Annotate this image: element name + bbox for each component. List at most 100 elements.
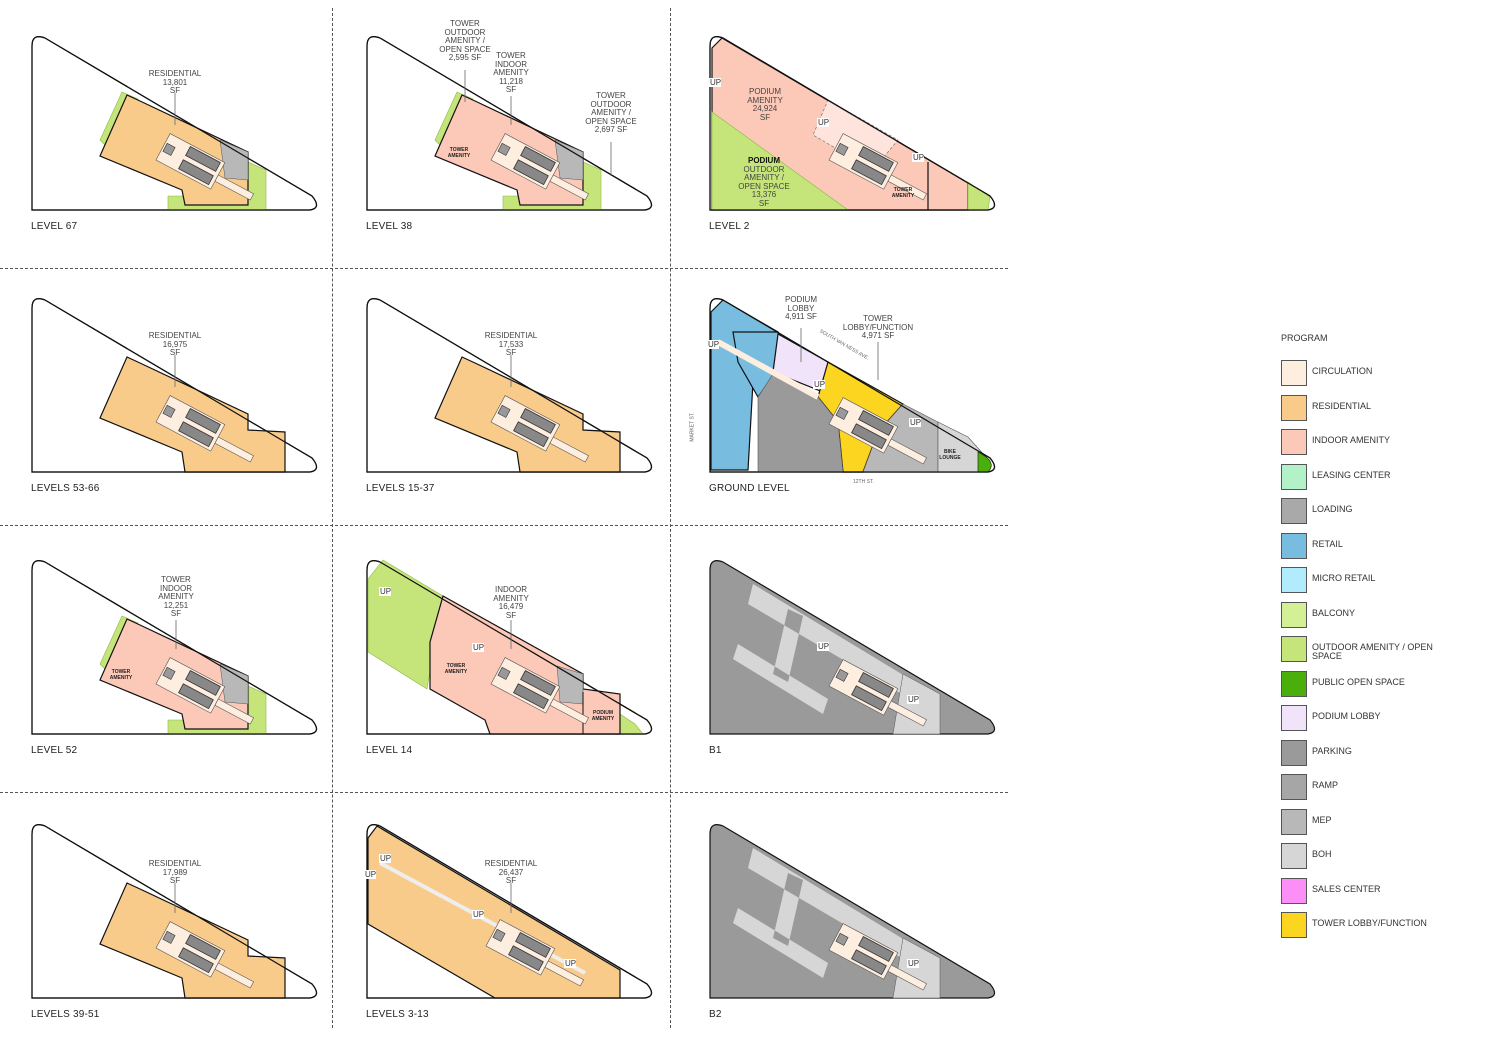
callout-line: SF <box>759 112 771 122</box>
callout-line: TOWER <box>863 314 893 323</box>
legend-label: LOADING <box>1312 504 1353 514</box>
floor-plan-drawing <box>31 560 318 735</box>
callout-line: AMENITY <box>493 68 529 77</box>
legend-swatch <box>1281 670 1307 697</box>
callout-line: SF <box>758 198 770 208</box>
building-core <box>828 397 927 465</box>
drive-aisle <box>733 848 918 978</box>
callout-line: AMENITY <box>493 593 529 603</box>
callout-line: RESIDENTIAL <box>148 69 202 78</box>
legend-item: PARKING <box>1281 739 1442 775</box>
legend-label: RAMP <box>1312 780 1339 790</box>
up-stair-label: UP <box>818 118 829 127</box>
callout-line: AMENITY / <box>591 108 631 117</box>
callout-line: SF <box>505 85 517 94</box>
legend-item: SALES CENTER <box>1281 877 1442 913</box>
up-stair-label: UP <box>473 910 484 919</box>
building-core <box>155 133 254 201</box>
program-area <box>967 181 991 211</box>
callout-line: OUTDOOR <box>590 99 632 109</box>
plan-label: LEVELS 39-51 <box>31 1009 100 1020</box>
legend-label: BALCONY <box>1312 607 1356 618</box>
callout-line: 26,437 <box>498 867 524 877</box>
building-core <box>155 921 254 989</box>
callout-line: 12,251 <box>163 600 189 610</box>
plan-label: LEVEL 38 <box>366 221 413 232</box>
callout-line: AMENITY / <box>445 36 485 45</box>
plan-label: LEVEL 52 <box>31 745 78 756</box>
legend-item: MICRO RETAIL <box>1281 567 1442 602</box>
legend-swatch <box>1281 498 1307 524</box>
row-divider <box>0 525 1008 526</box>
street-label: MARKET ST. <box>689 412 696 442</box>
legend-item: CIRCULATION <box>1281 360 1442 395</box>
plan-label: GROUND LEVEL <box>709 483 790 494</box>
floor-plan-drawing <box>31 298 318 473</box>
legend-label: TOWER LOBBY/FUNCTION <box>1312 918 1427 928</box>
callout-line: RESIDENTIAL <box>148 331 202 340</box>
legend-title: PROGRAM <box>1281 333 1328 343</box>
legend-swatch <box>1281 843 1307 869</box>
callout-line: 11,218 <box>499 76 523 86</box>
building-core <box>828 133 927 201</box>
callout-line: 16,479 <box>498 602 524 611</box>
legend-item: RAMP <box>1281 774 1442 809</box>
legend-label: PARKING <box>1312 745 1352 756</box>
building-core <box>485 919 584 987</box>
callout-line: 2,595 SF <box>448 53 482 62</box>
floor-plan-drawing <box>31 36 318 211</box>
legend-swatch <box>1281 636 1307 662</box>
callout-line: SF <box>169 876 181 885</box>
legend-swatch <box>1281 705 1307 731</box>
callout-line: INDOOR <box>495 585 527 594</box>
callout-line: OUTDOOR <box>444 27 486 37</box>
callout-line: SF <box>169 348 181 357</box>
legend-swatch <box>1281 360 1307 386</box>
legend-swatch <box>1281 774 1307 800</box>
callout-line: 4,971 SF <box>861 331 895 340</box>
legend-label: RESIDENTIAL <box>1312 400 1372 411</box>
callout-line: TOWER <box>450 19 480 28</box>
up-stair-label: UP <box>818 642 829 651</box>
callout-line: AMENITY / <box>744 173 784 182</box>
callout-line: LOBBY/FUNCTION <box>842 322 914 332</box>
legend-swatch <box>1281 567 1307 593</box>
legend-item: PUBLIC OPEN SPACE <box>1281 670 1442 706</box>
floor-plan-drawing <box>366 298 653 473</box>
plan-label: LEVEL 14 <box>366 745 413 756</box>
legend-swatch <box>1281 808 1307 835</box>
legend-swatch <box>1281 601 1307 628</box>
callout-line: SF <box>169 86 181 95</box>
legend-item: MEP <box>1281 808 1442 844</box>
legend-item: LEASING CENTER <box>1281 463 1442 499</box>
plan-label: LEVEL 2 <box>709 221 750 232</box>
up-stair-label: UP <box>473 643 484 652</box>
legend-item: BALCONY <box>1281 601 1442 637</box>
legend-item: OUTDOOR AMENITY / OPEN SPACE <box>1281 636 1442 671</box>
callout-line: SF <box>170 609 182 618</box>
callout-line: AMENITY <box>747 95 783 105</box>
legend-item: BOH <box>1281 843 1442 878</box>
up-stair-label: UP <box>908 959 919 968</box>
callout-line: OPEN SPACE <box>585 116 637 126</box>
callout-line: SF <box>505 610 517 620</box>
column-divider <box>332 8 333 1028</box>
legend-label: LEASING CENTER <box>1312 469 1391 480</box>
up-stair-label: UP <box>814 380 825 389</box>
building-core <box>155 395 254 463</box>
callout-line: INDOOR <box>160 583 192 593</box>
